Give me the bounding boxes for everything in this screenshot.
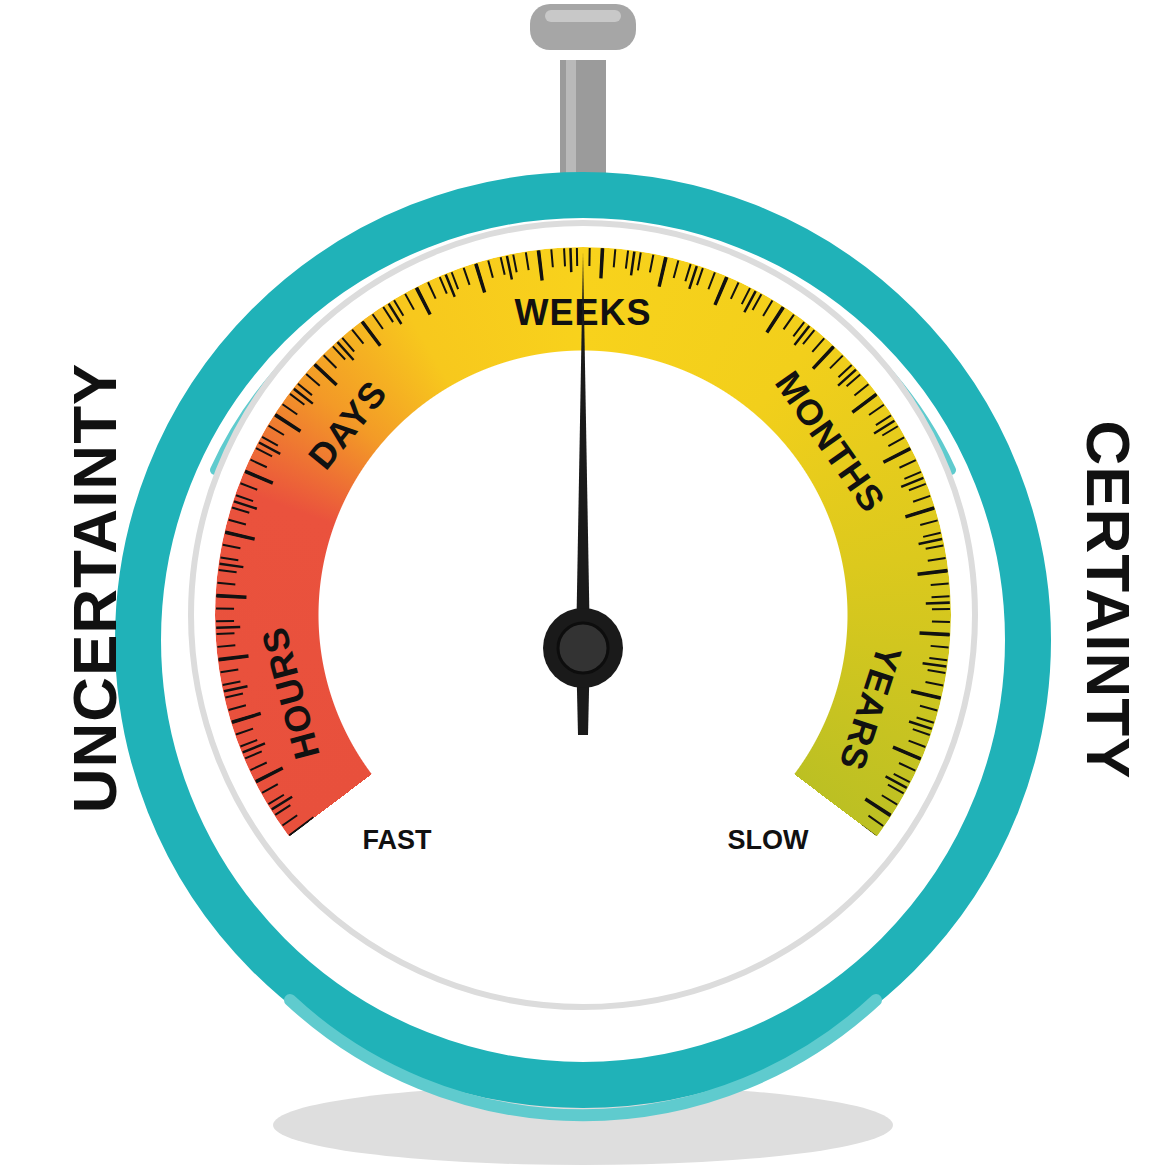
axis-label: UNCERTAINTY [64, 363, 126, 814]
scale-label: WEEKS [514, 295, 651, 331]
crown-highlight [545, 10, 621, 22]
teal-ring [138, 195, 1028, 1085]
speed-label: SLOW [728, 827, 809, 854]
needle-tail [576, 648, 590, 735]
pivot-inner [558, 623, 608, 673]
crown-cap [530, 4, 636, 50]
time-scale-band [215, 247, 951, 983]
watch-interior [161, 218, 1005, 1062]
axis-label: CERTAINTY [1077, 420, 1139, 779]
crown-stem-highlight [566, 60, 576, 190]
ring-highlight [290, 1000, 876, 1115]
crown-stem [560, 60, 606, 190]
minor-ticks [225, 257, 941, 830]
speed-label: FAST [362, 827, 431, 854]
pivot-outer [543, 608, 623, 688]
major-ticks [231, 263, 935, 827]
medium-ticks [228, 260, 938, 829]
watch-face [191, 223, 975, 1007]
